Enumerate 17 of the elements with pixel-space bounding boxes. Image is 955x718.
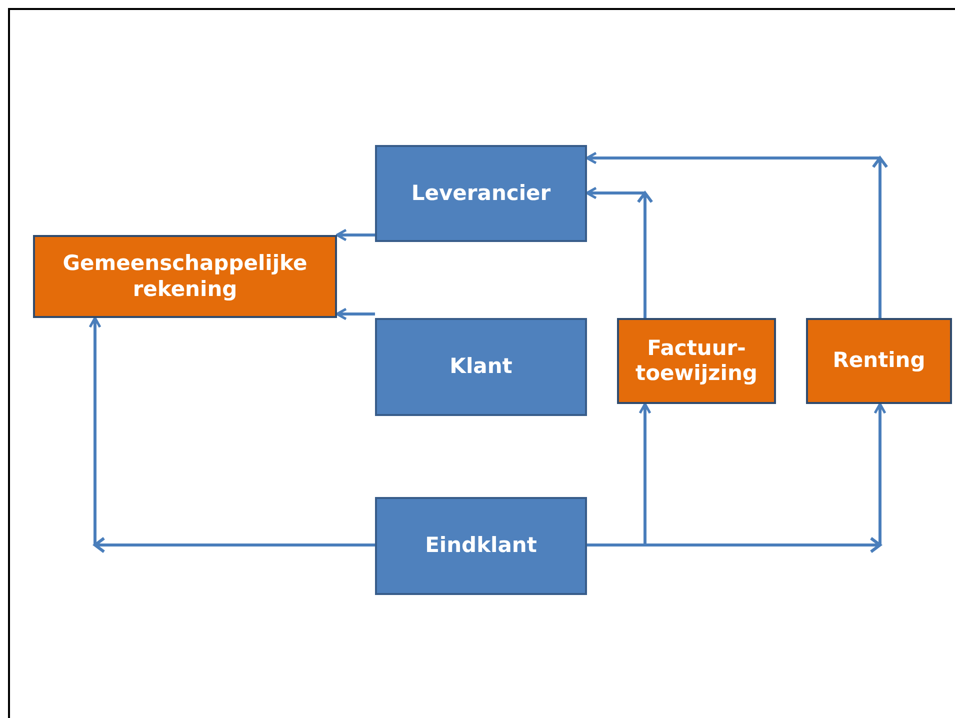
box-label: Eindklant <box>425 533 537 559</box>
process-box <box>375 497 587 595</box>
box-label: Leverancier <box>411 180 551 206</box>
arrow <box>586 186 654 320</box>
process-box <box>617 318 776 404</box>
box-label: Klant <box>450 354 512 380</box>
arrow <box>336 228 375 242</box>
process-box <box>375 145 587 242</box>
process-box <box>33 235 337 318</box>
box-label: Gemeenschappelijke rekening <box>62 251 308 302</box>
arrow <box>88 316 376 554</box>
process-box <box>806 318 952 404</box>
box-label: Factuur- toewijzing <box>634 336 758 386</box>
arrow <box>336 308 375 320</box>
process-box <box>375 318 587 416</box>
arrow <box>586 152 888 320</box>
box-label: Renting <box>832 348 926 374</box>
